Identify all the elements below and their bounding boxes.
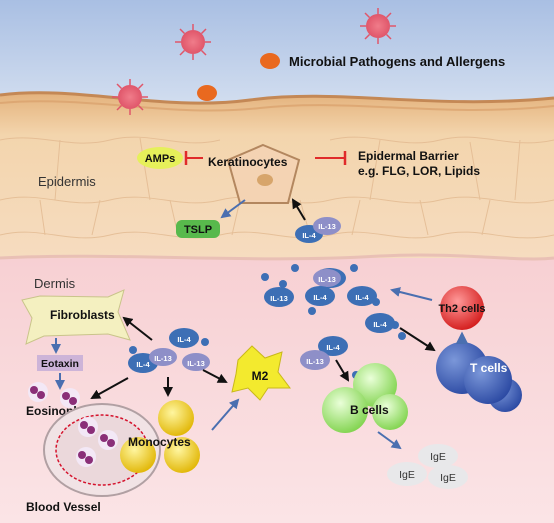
left-il13-label-2: IL-13: [187, 359, 205, 368]
il4-to-tcell-arrow: [399, 327, 436, 352]
skin-surface-line: [0, 91, 554, 105]
th2-cell: [440, 286, 484, 330]
barrier-label-line2: e.g. FLG, LOR, Lipids: [358, 164, 480, 178]
cytokine-to-keratinocyte-arrow: [291, 198, 306, 221]
sky-layer: [0, 0, 554, 110]
eotaxin-label: Eotaxin: [41, 358, 79, 370]
cytokine-il4-tcell: [365, 313, 395, 333]
il4-to-bcell-arrow: [335, 359, 350, 382]
ige-molecule-1: [418, 444, 458, 468]
pathogen-burst-2: [360, 8, 396, 44]
th2-to-cluster-arrow: [390, 287, 433, 301]
cytokine-dot: [398, 332, 406, 340]
eotaxin-badge: [37, 355, 83, 371]
amps-label: AMPs: [145, 153, 176, 165]
m2-macrophage: [231, 345, 291, 401]
monocyte-2: [158, 400, 194, 436]
barrier-label-line1: Epidermal Barrier: [358, 149, 459, 163]
th2-cells-label: Th2 cells: [438, 303, 485, 315]
cytokine-cluster-dermis: [261, 264, 380, 315]
ige-label-2: IgE: [399, 469, 415, 481]
cytokine-il4-label: IL-4: [302, 231, 316, 240]
left-il4-label-2: IL-4: [136, 360, 150, 369]
cytokine-il4-bcell-label: IL-4: [326, 343, 340, 352]
cytokine-to-eosinophil-arrow: [90, 377, 129, 399]
cytokine-il13-bcell: [300, 350, 330, 370]
allergen-particle-2: [197, 85, 217, 101]
monocytes-label: Monocytes: [128, 435, 191, 449]
monocyte-3: [164, 437, 200, 473]
keratinocyte-nucleus: [257, 174, 273, 186]
basement-membrane: [0, 253, 554, 261]
b-cells-label: B cells: [350, 403, 389, 417]
ige-molecule-2: [387, 462, 427, 486]
amps-badge: [137, 147, 183, 169]
b-cell-1: [322, 387, 368, 433]
cytokine-cluster-left: [128, 328, 210, 373]
allergen-particle-1: [260, 53, 280, 69]
cluster-il4-label-1: IL-4: [313, 293, 327, 302]
keratinocyte-to-tslp-arrow: [220, 199, 246, 219]
t-cell-2: [464, 356, 512, 404]
cytokine-to-m2-arrow: [202, 369, 228, 383]
cytokine-il4-bcell: [318, 336, 348, 356]
ige-label-3: IgE: [440, 472, 456, 484]
eosinophil-cluster: [28, 382, 80, 408]
tslp-badge: [176, 220, 220, 238]
cytokine-il13-bcell-label: IL-13: [306, 357, 324, 366]
fibroblasts-label: Fibroblasts: [50, 308, 115, 322]
cytokine-il4-tcell-label: IL-4: [373, 320, 387, 329]
monocyte-1: [120, 437, 156, 473]
cytokine-to-fibroblast-arrow: [122, 316, 153, 341]
vessel-eosinophils: [76, 417, 118, 467]
pathogen-burst-1: [175, 24, 211, 60]
keratinocytes-label: Keratinocytes: [208, 155, 288, 169]
cluster-il13-label-2: IL-13: [270, 294, 288, 303]
pathogen-burst-3: [112, 79, 148, 115]
cluster-il4-label-2: IL-4: [355, 293, 369, 302]
pathogens-label: Microbial Pathogens and Allergens: [289, 54, 505, 69]
epidermis-label: Epidermis: [38, 174, 96, 189]
cytokine-il13-label: IL-13: [318, 222, 336, 231]
blood-vessel-label: Blood Vessel: [26, 500, 101, 514]
left-il13-label-1: IL-13: [154, 354, 172, 363]
bcell-to-ige-arrow: [377, 431, 402, 450]
m2-label: M2: [252, 369, 269, 383]
ige-molecule-3: [428, 465, 468, 489]
b-cell-3: [372, 394, 408, 430]
left-il4-label-1: IL-4: [177, 335, 191, 344]
keratinocyte-cell: [226, 143, 301, 204]
cytokine-il13: [313, 217, 341, 235]
monocyte-to-m2-arrow: [211, 398, 240, 431]
stratum-corneum-line: [0, 100, 554, 112]
t-cells-label: T cells: [470, 361, 508, 375]
ige-label-1: IgE: [430, 451, 446, 463]
cluster-il13-label-1: IL-13: [318, 275, 336, 284]
tslp-label: TSLP: [184, 224, 212, 236]
dermis-label: Dermis: [34, 276, 76, 291]
fibroblast-shape: [21, 289, 131, 345]
